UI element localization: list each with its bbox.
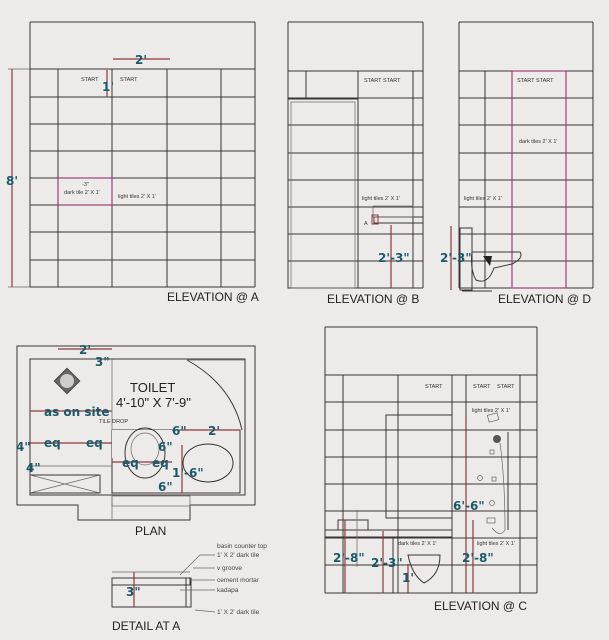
start-label: START START: [364, 78, 401, 84]
tap-icon: [486, 517, 496, 524]
elevation-b: A START START light tiles 2' X 1' 2'-3" …: [287, 78, 424, 306]
dim-1ft-6in: 1'-6": [172, 466, 204, 480]
elevation-a: 8' 2' 1' START START -3" dark tile 2' X …: [6, 53, 259, 304]
dim-tile-height: 1': [102, 80, 114, 94]
dim-2ft: 2': [79, 343, 91, 357]
mirror: [385, 414, 453, 519]
dim-toilet-height: 2'-3": [371, 556, 403, 570]
dark-tile-note: dark tiles 2' X 1': [398, 541, 436, 547]
outer-wall: [16, 345, 256, 521]
dim-4in-bottom: 4": [26, 461, 41, 475]
tile-grids: [29, 21, 594, 594]
dark-tile: [57, 177, 113, 206]
detail-label: 1' X 2' dark tile: [217, 552, 260, 559]
dark-tile-area: [392, 536, 453, 594]
dim-3in: 3": [126, 585, 141, 599]
plan-title: PLAN: [135, 524, 166, 538]
detail-label: kadapa: [217, 587, 239, 594]
dark-tile-mark: -3": [82, 182, 89, 188]
start-label: START: [473, 384, 491, 390]
detail-a-title: DETAIL AT A: [112, 619, 180, 633]
start-label: START: [120, 77, 138, 83]
dim-4in-top: 4": [16, 440, 31, 454]
as-on-site: as on site: [44, 405, 110, 419]
detail-label: 1' X 2' dark tile: [217, 609, 260, 616]
basin-plan: [182, 443, 234, 483]
elevation-c-title: ELEVATION @ C: [434, 599, 527, 613]
dark-tile-note: dark tile 2' X 1': [64, 190, 100, 196]
dim-basin-height: 2'-3": [378, 251, 410, 265]
elevation-d: START START dark tiles 2' X 1' light til…: [440, 70, 591, 306]
toilet-front-view: [407, 554, 441, 584]
inner-wall: [29, 358, 246, 496]
dim-6in: 6": [158, 480, 173, 494]
toilet-side-view: [471, 251, 522, 282]
elevation-c: START START START light tiles 2' X 1' li…: [324, 384, 527, 613]
eq-label: eq: [44, 436, 61, 450]
start-label: START START: [517, 78, 554, 84]
elevation-d-title: ELEVATION @ D: [498, 292, 591, 306]
eq-label: eq: [152, 456, 169, 470]
dark-tile-note: dark tiles 2' X 1': [519, 139, 557, 145]
eq-label: eq: [86, 436, 103, 450]
dim-shower-height: 6'-6": [453, 499, 485, 513]
detail-marker: A: [364, 221, 368, 227]
start-label: START: [497, 384, 515, 390]
door: [287, 98, 359, 289]
eq-label: eq: [122, 456, 139, 470]
dim-tile-width: 2': [135, 53, 147, 67]
light-tile-note: light tiles 2' X 1': [472, 408, 510, 414]
room-name: TOILET: [130, 380, 175, 395]
light-tile-note: light tiles 2' X 1': [464, 196, 502, 202]
door-swing-arc: [186, 359, 243, 431]
dim-toilet-height: 2'-3": [440, 251, 472, 265]
detail-label: cement mortar: [217, 577, 260, 584]
detail-label: basin counter top: [217, 543, 267, 550]
basin: [372, 205, 414, 218]
kadapa-layer: [111, 584, 187, 608]
elevation-a-title: ELEVATION @ A: [167, 290, 259, 304]
dim-tap-height: 2'-8": [462, 551, 494, 565]
dim-height: 8': [6, 174, 18, 188]
mortar-layer: [111, 577, 191, 586]
vanity: [29, 474, 101, 494]
plan: 2' 3" TOILET 4'-10" X 7'-9" as on site T…: [16, 343, 256, 538]
dark-tile-column: [511, 70, 567, 289]
floor-drain-icon: [53, 367, 81, 395]
counter: [324, 529, 453, 538]
dim-1ft: 1': [402, 571, 414, 585]
detail-a: 3" basin counter top 1' X 2' dark tile v…: [111, 543, 267, 633]
light-tile-note: light tiles 2' X 1': [362, 196, 400, 202]
shower-head-icon: [493, 435, 501, 443]
start-label: START: [81, 77, 99, 83]
light-tile-note: light tiles 2' X 1': [477, 541, 515, 547]
detail-label: v groove: [217, 565, 242, 572]
step: [111, 495, 191, 507]
tile-drop: TILE DROP: [99, 419, 128, 425]
shower-fixtures: [477, 412, 509, 534]
basin-front: [337, 519, 369, 531]
toilet-plan: [124, 427, 166, 479]
basin-counter: [373, 216, 424, 224]
dim-6in: 6": [172, 424, 187, 438]
light-tile-note: light tiles 2' X 1': [118, 194, 156, 200]
start-label: START: [425, 384, 443, 390]
dim-6in: 6": [158, 440, 173, 454]
dim-basin-height: 2'-8": [333, 551, 365, 565]
dim-3in: 3": [95, 355, 110, 369]
dim-2ft-basin: 2': [208, 424, 220, 438]
room-size: 4'-10" X 7'-9": [116, 395, 191, 410]
elevation-b-title: ELEVATION @ B: [327, 292, 419, 306]
